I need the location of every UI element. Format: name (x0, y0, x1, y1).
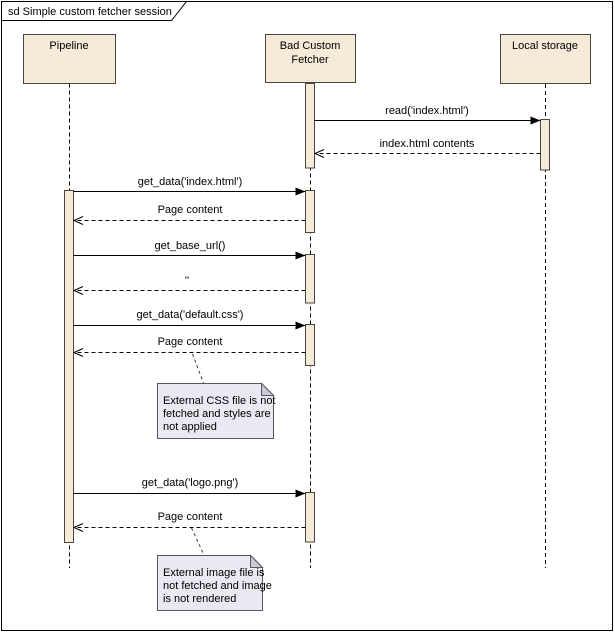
message-7-arrowhead (295, 321, 306, 330)
message-2-label: index.html contents (380, 138, 475, 150)
message-8-label: Page content (158, 336, 223, 348)
activation-fetcher-1 (305, 83, 315, 169)
note-image-fold (250, 554, 264, 568)
message-6-label: '' (185, 275, 189, 287)
message-7-label: get_data('default.css') (137, 309, 244, 321)
frame-title: sd Simple custom fetcher session (8, 6, 172, 18)
note-image-line-2: not fetched and image (163, 580, 272, 592)
message-1-label: read('index.html') (385, 105, 469, 117)
message-8-arrowhead (72, 348, 84, 357)
participant-local-storage-box (500, 34, 591, 84)
participant-pipeline-label: Pipeline (49, 40, 88, 52)
message-9-label: get_data('logo.png') (142, 477, 239, 489)
message-5-label: get_base_url() (155, 240, 226, 252)
activation-fetcher-2 (305, 190, 315, 233)
note-connector-css (192, 353, 204, 384)
participant-bad-custom-fetcher-box (265, 34, 356, 83)
frame-border (1, 1, 613, 631)
message-4-label: Page content (158, 204, 223, 216)
note-css-fold (261, 382, 275, 396)
note-css-body (157, 383, 274, 439)
message-1-arrowhead (530, 116, 541, 125)
message-3-arrowhead (295, 187, 306, 196)
message-2-arrowhead (313, 149, 325, 158)
note-css-line-1: External CSS file is not (163, 395, 276, 407)
participant-bad-custom-fetcher-label-line2: Fetcher (291, 54, 329, 66)
participant-pipeline-box (23, 34, 116, 84)
note-image-body (157, 555, 263, 611)
activation-fetcher-4 (305, 324, 315, 366)
note-image-line-3: is not rendered (163, 593, 236, 605)
activation-local-storage (540, 119, 550, 171)
message-10-label: Page content (158, 511, 223, 523)
message-6-arrowhead (72, 286, 84, 295)
message-10-arrowhead (72, 523, 84, 532)
participant-bad-custom-fetcher-label-line1: Bad Custom (280, 40, 341, 52)
message-5-arrowhead (295, 251, 306, 260)
activation-fetcher-5 (305, 492, 315, 543)
note-css-line-2: fetched and styles are (163, 408, 271, 420)
note-connector-image (191, 527, 205, 556)
note-image-line-1: External image file is (163, 567, 265, 579)
message-3-label: get_data('index.html') (138, 176, 242, 188)
participant-local-storage-label: Local storage (512, 40, 578, 52)
activation-fetcher-3 (305, 254, 315, 304)
activation-pipeline (64, 190, 74, 543)
frame-title-tab (1, 1, 188, 21)
message-4-arrowhead (72, 216, 84, 225)
note-css-line-3: not applied (163, 421, 217, 433)
message-9-arrowhead (295, 489, 306, 498)
